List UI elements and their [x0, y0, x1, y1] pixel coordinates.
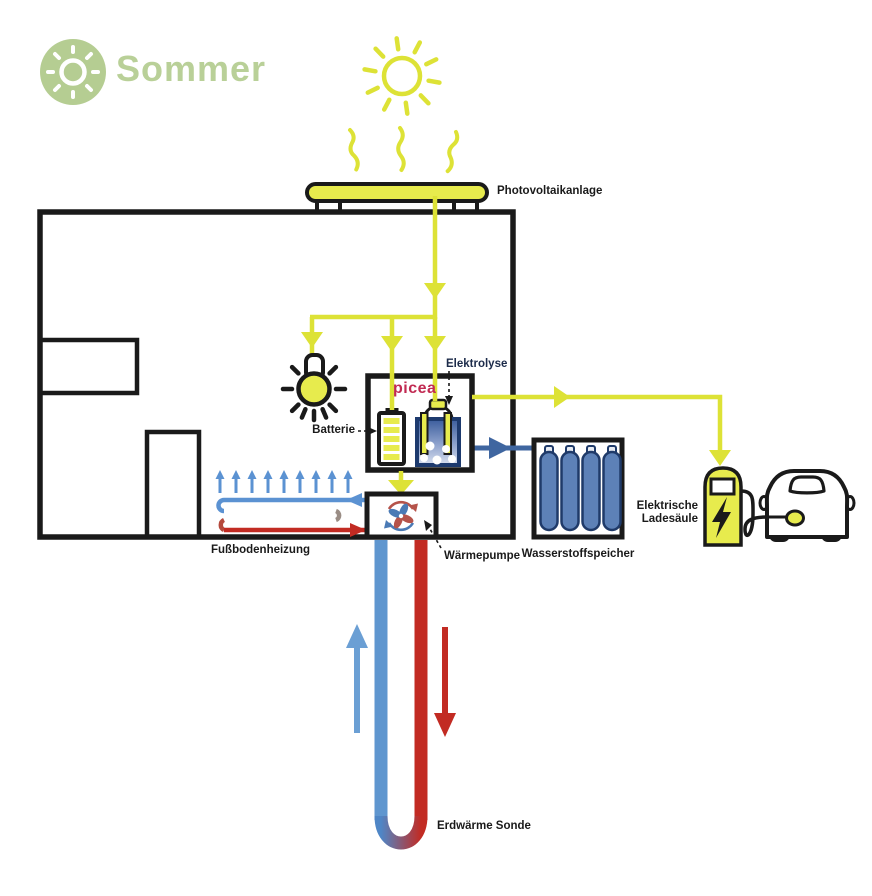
battery-icon	[377, 408, 406, 466]
windshield	[788, 475, 826, 495]
label-hydrogen-storage: Wasserstoffspeicher	[521, 548, 635, 560]
fan-icon	[384, 500, 418, 532]
summer-badge	[40, 39, 106, 105]
charging-cable	[739, 489, 769, 538]
electrolysis-icon	[415, 398, 461, 467]
label-photovoltaic: Photovoltaikanlage	[497, 185, 603, 197]
car-icon	[758, 469, 856, 542]
cooling-up-arrows	[215, 470, 353, 493]
picea-system-box	[365, 373, 475, 473]
hydrogen-storage	[531, 437, 625, 540]
geothermal-probe	[346, 540, 456, 850]
charging-station	[703, 466, 769, 547]
heat-pump	[364, 491, 439, 540]
label-electrolysis: Elektrolyse	[446, 358, 508, 370]
sun-icon	[362, 36, 442, 116]
electric-arrows	[301, 283, 731, 495]
label-floor-heating: Fußbodenheizung	[211, 544, 311, 556]
sun-rays-wavy	[348, 126, 460, 174]
annotation-arrows	[358, 371, 450, 549]
label-charging-station-2: Ladesäule	[641, 513, 698, 525]
label-battery: Batterie	[312, 424, 355, 436]
floor-heating	[215, 470, 367, 537]
station-display	[709, 477, 736, 496]
lightning-icon	[712, 497, 731, 538]
charge-port	[785, 509, 805, 527]
season-title: Sommer	[116, 48, 267, 89]
label-geothermal-probe: Erdwärme Sonde	[437, 820, 531, 832]
picea-logo: picea	[393, 380, 437, 397]
label-heat-pump: Wärmepumpe	[444, 550, 521, 562]
lightbulb-icon	[280, 353, 348, 423]
return-arrow	[350, 523, 366, 537]
supply-arrow	[346, 493, 362, 507]
annotation-arrowheads	[368, 396, 453, 531]
label-charging-station-1: Elektrische	[636, 500, 698, 512]
photovoltaic-panel	[305, 182, 489, 214]
geo-up-arrow	[346, 624, 368, 733]
hydrogen-arrow	[489, 437, 511, 459]
house-outline	[37, 209, 516, 540]
geo-down-arrow	[434, 627, 456, 737]
sun-icon	[46, 45, 100, 99]
gas-cylinder-icon	[539, 445, 622, 532]
house-window	[37, 337, 140, 396]
house-interior-wall	[144, 429, 202, 540]
